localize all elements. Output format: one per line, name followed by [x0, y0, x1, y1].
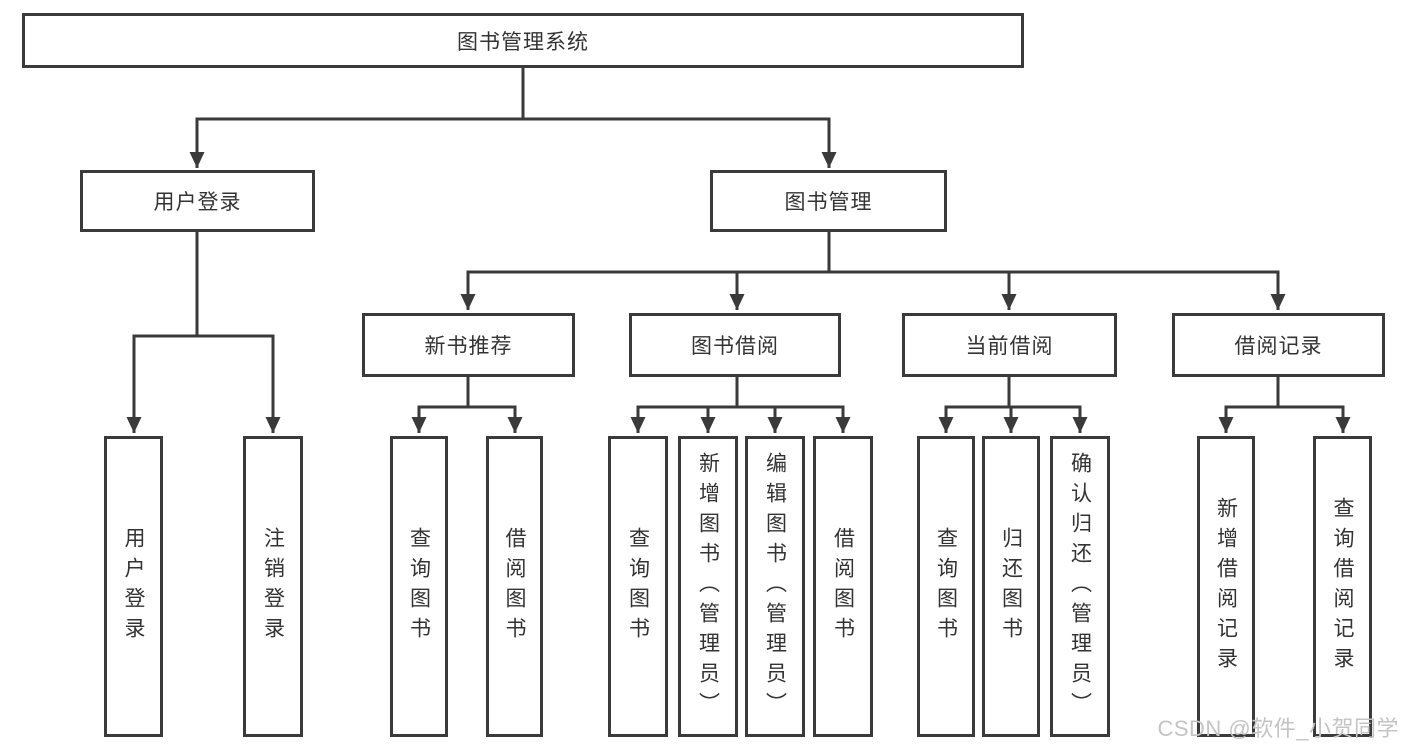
node-label: 查询图书	[407, 526, 431, 647]
node-label: 新增图书（管理员）	[696, 451, 720, 722]
node-label: 新增借阅记录	[1214, 496, 1238, 677]
node-label: 图书管理	[784, 191, 873, 214]
node-book-management: 图书管理	[710, 170, 947, 232]
leaf-add-borrow-record: 新增借阅记录	[1197, 436, 1255, 737]
node-label: 注销登录	[261, 526, 285, 647]
leaf-user-login: 用户登录	[104, 436, 163, 737]
leaf-query-borrow-record: 查询借阅记录	[1313, 436, 1372, 737]
leaf-confirm-return-admin: 确认归还（管理员）	[1050, 436, 1110, 737]
node-label: 用户登录	[122, 526, 145, 647]
node-new-book-recommend: 新书推荐	[362, 313, 575, 377]
node-label: 归还图书	[999, 526, 1023, 647]
node-label: 编辑图书（管理员）	[763, 451, 787, 722]
node-label: 确认归还（管理员）	[1068, 451, 1092, 722]
node-label: 查询借阅记录	[1331, 496, 1354, 677]
node-label: 查询图书	[626, 526, 650, 647]
node-label: 新书推荐	[424, 335, 513, 358]
leaf-edit-books-admin: 编辑图书（管理员）	[745, 436, 805, 737]
leaf-query-books-current: 查询图书	[917, 436, 975, 737]
leaf-query-books-recommend: 查询图书	[390, 436, 448, 737]
leaf-logout: 注销登录	[243, 436, 303, 737]
leaf-borrow-books-recommend: 借阅图书	[486, 436, 543, 737]
node-label: 借阅图书	[831, 526, 855, 647]
leaf-query-books-borrowing: 查询图书	[608, 436, 668, 737]
node-borrowing-records: 借阅记录	[1172, 313, 1385, 377]
node-label: 借阅图书	[503, 526, 526, 647]
leaf-return-books: 归还图书	[982, 436, 1040, 737]
node-label: 图书管理系统	[457, 30, 589, 54]
node-user-login: 用户登录	[80, 170, 315, 232]
node-label: 查询图书	[934, 526, 958, 647]
node-library-management-system: 图书管理系统	[22, 13, 1024, 68]
leaf-borrow-books: 借阅图书	[813, 436, 873, 737]
node-label: 借阅记录	[1234, 335, 1323, 358]
node-label: 当前借阅	[965, 335, 1054, 358]
node-book-borrowing: 图书借阅	[629, 313, 841, 377]
leaf-add-books-admin: 新增图书（管理员）	[678, 436, 738, 737]
csdn-watermark: CSDN @软件_小贺同学	[1157, 716, 1399, 741]
node-current-borrowing: 当前借阅	[902, 313, 1117, 377]
node-label: 用户登录	[153, 191, 242, 214]
node-label: 图书借阅	[691, 335, 779, 358]
